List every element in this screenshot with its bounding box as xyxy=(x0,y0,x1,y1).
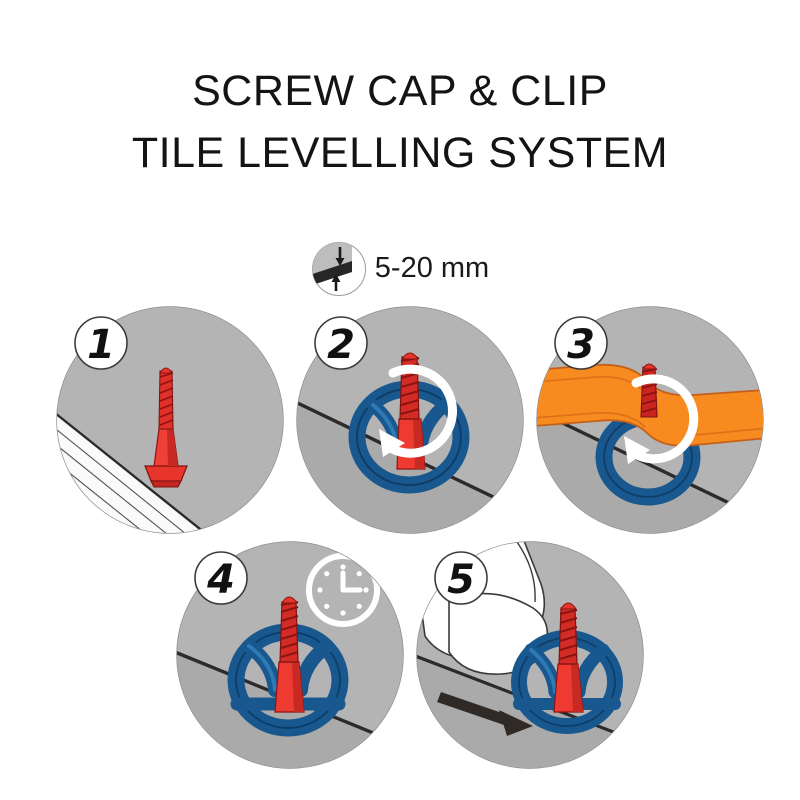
thickness-indicator: 5-20 mm xyxy=(0,241,800,297)
step-panel-4: 4 xyxy=(175,540,405,770)
title-line-1: SCREW CAP & CLIP xyxy=(192,67,608,115)
step-number-3: 3 xyxy=(567,322,595,368)
step-panel-5: 5 xyxy=(415,540,645,770)
step-badge-1: 1 xyxy=(74,316,128,370)
step-panel-1: 1 xyxy=(55,305,285,535)
step-badge-4: 4 xyxy=(194,551,248,605)
stem-threads xyxy=(159,372,174,426)
red-clip xyxy=(144,367,188,488)
step-number-4: 4 xyxy=(206,557,235,603)
step-panel-3: 3 xyxy=(535,305,765,535)
red-threaded-stem xyxy=(558,602,578,665)
direction-arrow xyxy=(437,692,533,736)
red-threaded-stem xyxy=(640,363,658,418)
step-badge-2: 2 xyxy=(314,316,368,370)
tile-thickness-icon xyxy=(311,242,366,296)
title-line-2: TILE LEVELLING SYSTEM xyxy=(131,129,669,177)
step-number-2: 2 xyxy=(327,322,355,368)
step-number-5: 5 xyxy=(447,557,475,603)
direction-arrow-head xyxy=(499,710,533,736)
step-panel-2: 2 xyxy=(295,305,525,535)
rotation-arrow-head xyxy=(624,436,650,464)
red-threaded-stem xyxy=(279,596,299,663)
poster-title: SCREW CAP & CLIP TILE LEVELLING SYSTEM xyxy=(0,60,800,184)
thickness-label: 5-20 mm xyxy=(374,251,490,284)
rotation-arrow-head xyxy=(379,429,405,457)
red-threaded-stem xyxy=(399,352,420,420)
clock-icon xyxy=(306,553,380,627)
step-number-1: 1 xyxy=(87,322,115,368)
rotation-arrow xyxy=(382,364,457,458)
rotation-arrow xyxy=(628,374,699,464)
step-badge-5: 5 xyxy=(434,551,488,605)
step-badge-3: 3 xyxy=(554,316,608,370)
